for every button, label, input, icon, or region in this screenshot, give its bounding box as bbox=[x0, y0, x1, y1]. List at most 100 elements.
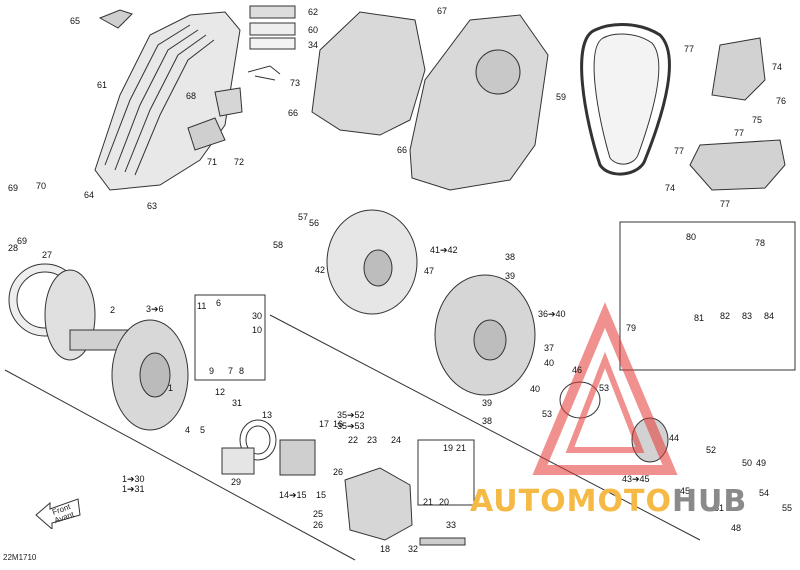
callout-38-b: 38 bbox=[482, 416, 493, 426]
bracket-68 bbox=[214, 87, 243, 117]
callout-77-d: 77 bbox=[720, 199, 731, 209]
callout-14-15: 14➔15 bbox=[279, 490, 307, 500]
callout-23: 23 bbox=[367, 435, 378, 445]
callout-13: 13 bbox=[262, 410, 273, 420]
deflector-74-top bbox=[711, 37, 766, 101]
group-box-78-84 bbox=[619, 221, 796, 371]
callout-37: 37 bbox=[544, 343, 555, 353]
callout-22: 22 bbox=[348, 435, 359, 445]
callout-77-c: 77 bbox=[674, 146, 685, 156]
callout-73: 73 bbox=[290, 78, 301, 88]
callout-80: 80 bbox=[686, 232, 697, 242]
callout-1-31: 1➔31 bbox=[122, 484, 145, 494]
callout-6: 6 bbox=[216, 298, 222, 308]
callout-83: 83 bbox=[742, 311, 753, 321]
callout-63: 63 bbox=[147, 201, 158, 211]
callout-34: 34 bbox=[308, 40, 319, 50]
callout-28: 28 bbox=[8, 243, 19, 253]
callout-67: 67 bbox=[437, 6, 448, 16]
callout-18: 18 bbox=[380, 544, 391, 554]
watermark-text: AUTOMOTOHUB bbox=[470, 484, 747, 519]
spider-14-15 bbox=[279, 439, 316, 476]
callout-49: 49 bbox=[756, 458, 767, 468]
callout-69-a: 69 bbox=[8, 183, 19, 193]
callout-68: 68 bbox=[186, 91, 197, 101]
callout-61: 61 bbox=[97, 80, 108, 90]
callout-26-a: 26 bbox=[333, 467, 344, 477]
callout-19: 19 bbox=[443, 443, 454, 453]
callout-30: 30 bbox=[252, 311, 263, 321]
callout-33: 33 bbox=[446, 520, 457, 530]
callout-1-30: 1➔30 bbox=[122, 474, 145, 484]
callout-35-53: 35➔53 bbox=[337, 421, 365, 431]
callout-65: 65 bbox=[70, 16, 81, 26]
bracket-71 bbox=[187, 117, 226, 151]
callout-10: 10 bbox=[252, 325, 263, 335]
callout-58: 58 bbox=[273, 240, 284, 250]
belt-59 bbox=[580, 23, 671, 176]
callout-15: 15 bbox=[316, 490, 327, 500]
callout-56: 56 bbox=[309, 218, 320, 228]
callout-7: 7 bbox=[228, 366, 234, 376]
callout-25: 25 bbox=[313, 509, 324, 519]
callout-46: 46 bbox=[572, 365, 583, 375]
callout-53-b: 53 bbox=[542, 409, 553, 419]
callout-55: 55 bbox=[782, 503, 793, 513]
callout-48: 48 bbox=[731, 523, 742, 533]
cover-66-right bbox=[409, 14, 549, 191]
callout-20: 20 bbox=[439, 497, 450, 507]
callout-16: 16 bbox=[333, 419, 344, 429]
callout-43-45: 43➔45 bbox=[622, 474, 650, 484]
arrow-left-icon bbox=[35, 498, 81, 531]
callout-50: 50 bbox=[742, 458, 753, 468]
callout-64: 64 bbox=[84, 190, 95, 200]
callout-35-52: 35➔52 bbox=[337, 410, 365, 420]
callout-39-a: 39 bbox=[505, 271, 516, 281]
callout-71: 71 bbox=[207, 157, 218, 167]
group-box-6-10 bbox=[194, 294, 266, 381]
callout-12: 12 bbox=[215, 387, 226, 397]
callout-41-42: 41➔42 bbox=[430, 245, 458, 255]
callout-70: 70 bbox=[36, 181, 47, 191]
callout-59: 59 bbox=[556, 92, 567, 102]
callout-75: 75 bbox=[752, 115, 763, 125]
callout-60: 60 bbox=[308, 25, 319, 35]
label-62 bbox=[249, 5, 296, 19]
bushing-29 bbox=[221, 447, 255, 475]
label-34 bbox=[249, 37, 296, 50]
callout-76: 76 bbox=[776, 96, 787, 106]
callout-3-6: 3➔6 bbox=[146, 304, 164, 314]
callout-31: 31 bbox=[232, 398, 243, 408]
callout-82: 82 bbox=[720, 311, 731, 321]
sheave-18 bbox=[344, 467, 413, 541]
callout-78: 78 bbox=[755, 238, 766, 248]
callout-72: 72 bbox=[234, 157, 245, 167]
callout-26-b: 26 bbox=[313, 520, 324, 530]
callout-39-b: 39 bbox=[482, 398, 493, 408]
callout-69-b: 69 bbox=[17, 236, 28, 246]
group-box-19-21 bbox=[417, 439, 475, 506]
callout-44: 44 bbox=[669, 433, 680, 443]
callout-62: 62 bbox=[308, 7, 319, 17]
callout-77-b: 77 bbox=[734, 128, 745, 138]
deflector-74-bottom bbox=[689, 139, 786, 191]
callout-84: 84 bbox=[764, 311, 775, 321]
diagram-reference-id: 22M1710 bbox=[3, 553, 37, 562]
callout-1: 1 bbox=[168, 383, 174, 393]
callout-79: 79 bbox=[626, 323, 637, 333]
callout-74-top: 74 bbox=[772, 62, 783, 72]
callout-40-a: 40 bbox=[544, 358, 555, 368]
callout-9: 9 bbox=[209, 366, 215, 376]
callout-57: 57 bbox=[298, 212, 309, 222]
bolt-33 bbox=[419, 537, 466, 546]
label-60 bbox=[249, 22, 296, 36]
part-65 bbox=[98, 9, 133, 29]
callout-32: 32 bbox=[408, 544, 419, 554]
callout-42: 42 bbox=[315, 265, 326, 275]
callout-47: 47 bbox=[424, 266, 435, 276]
callout-52: 52 bbox=[706, 445, 717, 455]
cover-66-left bbox=[311, 11, 426, 136]
callout-53-a: 53 bbox=[599, 383, 610, 393]
